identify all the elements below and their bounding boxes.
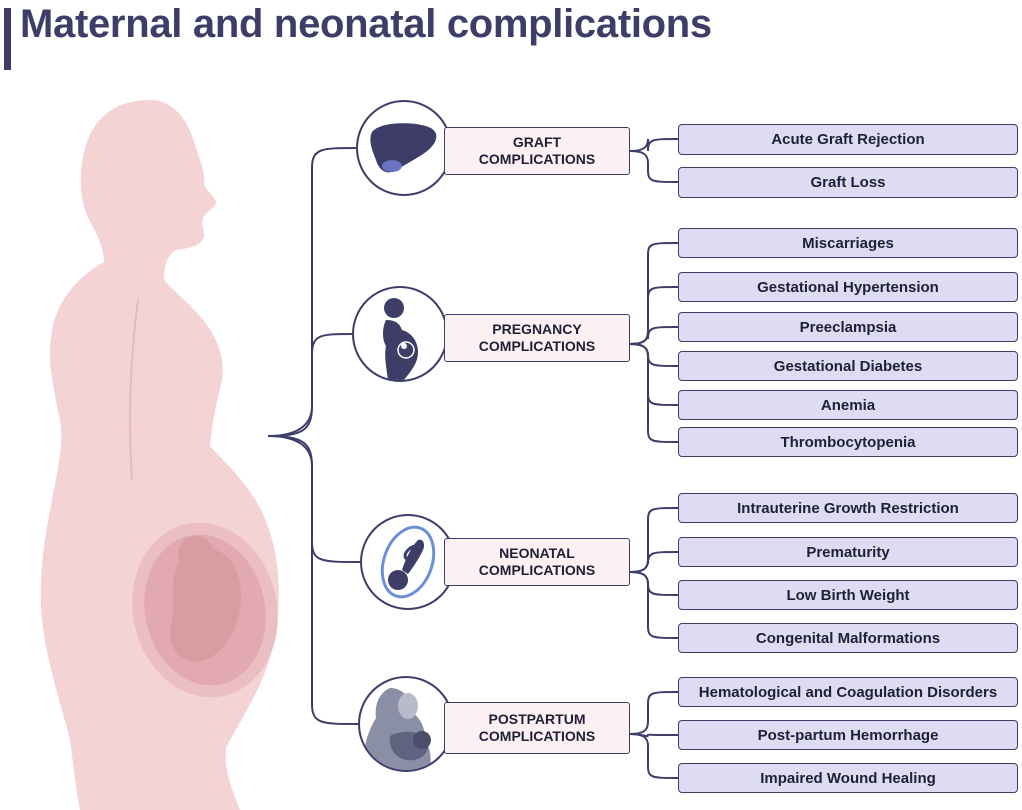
category-label-line1: NEONATAL [499,545,575,561]
pregnant-woman-silhouette [40,100,279,810]
neonatal-icon-circle [360,514,456,610]
leaf-item: Anemia [678,390,1018,420]
leaf-connector [629,733,679,779]
leaf-connector [629,343,679,443]
graft-icon-circle [356,100,452,196]
category-label-line1: GRAFT [512,134,562,150]
category-label-line2: COMPLICATIONS [478,562,596,578]
leaf-item: Preeclampsia [678,312,1018,342]
leaf-connector [629,326,679,345]
leaf-connector [629,138,679,152]
category-graft-complications: GRAFT COMPLICATIONS [444,127,630,175]
leaf-connector [629,150,679,183]
postpartum-icon-circle [358,676,454,772]
pregnant-woman-icon [383,298,418,380]
leaf-item: Congenital Malformations [678,623,1018,653]
category-label-line1: POSTPARTUM [488,711,586,727]
pregnancy-icon-circle [352,286,448,382]
category-label-line2: COMPLICATIONS [478,338,596,354]
breastfeeding-mother-icon [364,688,431,770]
leaf-item: Impaired Wound Healing [678,763,1018,793]
leaf-item: Thrombocytopenia [678,427,1018,457]
leaf-connector [629,343,679,406]
page-title: Maternal and neonatal complications [20,2,712,46]
leaf-item: Intrauterine Growth Restriction [678,493,1018,523]
leaf-item: Hematological and Coagulation Disorders [678,677,1018,707]
leaf-item: Gestational Diabetes [678,351,1018,381]
leaf-connector [629,571,679,596]
leaf-connector [629,343,679,367]
leaf-connector [629,286,679,345]
category-neonatal-complications: NEONATAL COMPLICATIONS [444,538,630,586]
trunk-connector [267,435,361,563]
leaf-item: Graft Loss [678,167,1018,198]
category-postpartum-complications: POSTPARTUM COMPLICATIONS [444,702,630,754]
trunk-connector [267,435,359,725]
leaf-item: Post-partum Hemorrhage [678,720,1018,750]
leaf-connector [629,507,679,573]
leaf-connector [629,571,679,639]
leaf-connector [629,551,679,573]
category-label-line2: COMPLICATIONS [478,728,596,744]
title-accent-bar [4,8,11,70]
leaf-item: Acute Graft Rejection [678,124,1018,155]
category-label-line1: PREGNANCY [492,321,582,337]
leaf-item: Miscarriages [678,228,1018,258]
leaf-item: Low Birth Weight [678,580,1018,610]
trunk-connector [267,333,353,437]
category-pregnancy-complications: PREGNANCY COMPLICATIONS [444,314,630,362]
leaf-connector [629,691,679,735]
liver-icon [370,123,437,173]
category-label-line2: COMPLICATIONS [478,151,596,167]
fetus-icon [380,525,436,599]
leaf-item: Gestational Hypertension [678,272,1018,302]
leaf-item: Prematurity [678,537,1018,567]
